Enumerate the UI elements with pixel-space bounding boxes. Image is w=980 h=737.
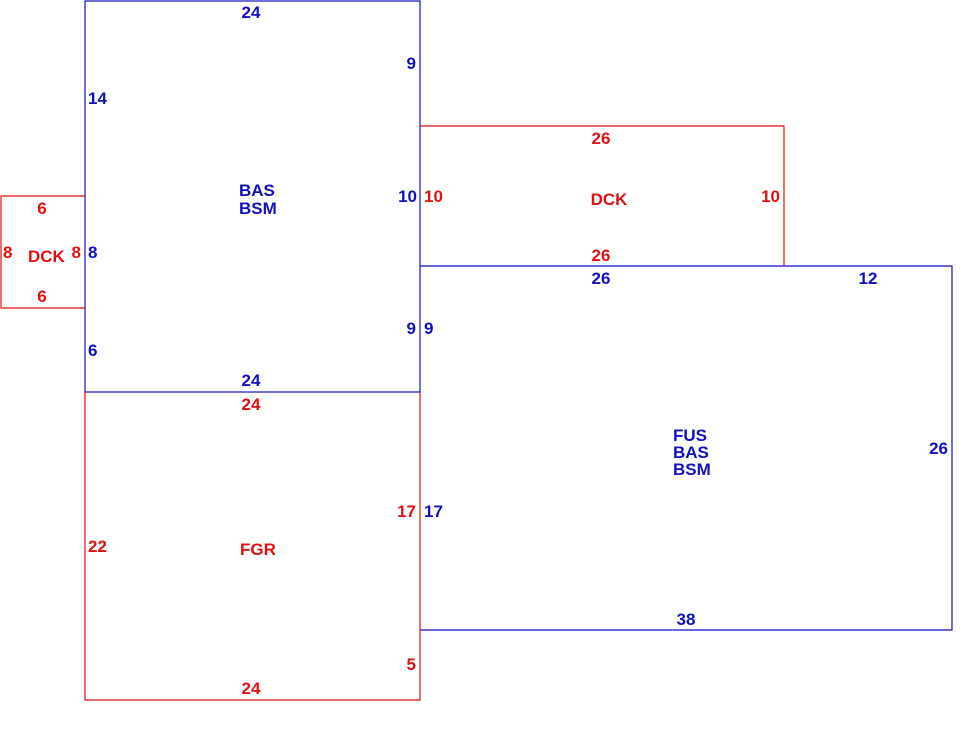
dim-fgr-bottom: 24 bbox=[242, 679, 261, 698]
dim-bas-right-lower: 9 bbox=[407, 319, 416, 338]
deck-left-code: DCK bbox=[28, 247, 66, 266]
dim-fgr-left: 22 bbox=[88, 537, 107, 556]
dim-fus-left: 9 bbox=[424, 319, 433, 338]
dim-bas-bottom: 24 bbox=[242, 371, 261, 390]
dim-bas-left-lower: 6 bbox=[88, 341, 97, 360]
dim-bas-right-middle: 10 bbox=[398, 187, 417, 206]
dim-fus-bottom: 38 bbox=[677, 610, 696, 629]
dim-fus-right: 26 bbox=[929, 439, 948, 458]
dim-fgr-top: 24 bbox=[242, 395, 261, 414]
dim-bas-top: 24 bbox=[242, 3, 261, 22]
dim-bas-right-upper: 9 bbox=[407, 54, 416, 73]
dim-fus-top-left: 26 bbox=[592, 269, 611, 288]
dim-deck-right-right: 10 bbox=[761, 187, 780, 206]
dim-deck-left-bottom: 6 bbox=[37, 287, 46, 306]
deck-left-outline bbox=[0, 195, 85, 309]
garage-code: FGR bbox=[240, 540, 276, 559]
fus-wing-code-2: BAS bbox=[673, 443, 709, 462]
dim-fus-left-lower: 17 bbox=[424, 502, 443, 521]
fus-wing-code-1: FUS bbox=[673, 426, 707, 445]
dim-fgr-right-lower: 5 bbox=[407, 655, 416, 674]
fus-wing-code-3: BSM bbox=[673, 460, 711, 479]
deck-right-outline bbox=[420, 125, 785, 266]
dim-deck-left-top: 6 bbox=[37, 199, 46, 218]
fus-wing-outline bbox=[420, 265, 953, 631]
bas-main-code-2: BSM bbox=[239, 199, 277, 218]
deck-right-code: DCK bbox=[591, 190, 629, 209]
dim-fgr-right: 17 bbox=[397, 502, 416, 521]
dim-deck-right-bottom: 26 bbox=[592, 246, 611, 265]
dim-deck-left-left: 8 bbox=[3, 243, 12, 262]
bas-main-code-1: BAS bbox=[239, 181, 275, 200]
garage-outline bbox=[84, 392, 421, 701]
dim-deck-left-right: 8 bbox=[72, 243, 81, 262]
dim-fus-top-right: 12 bbox=[859, 269, 878, 288]
dim-bas-left-middle: 8 bbox=[88, 243, 97, 262]
dim-deck-right-top: 26 bbox=[592, 129, 611, 148]
dim-deck-right-left: 10 bbox=[424, 187, 443, 206]
dim-bas-left-upper: 14 bbox=[88, 89, 107, 108]
